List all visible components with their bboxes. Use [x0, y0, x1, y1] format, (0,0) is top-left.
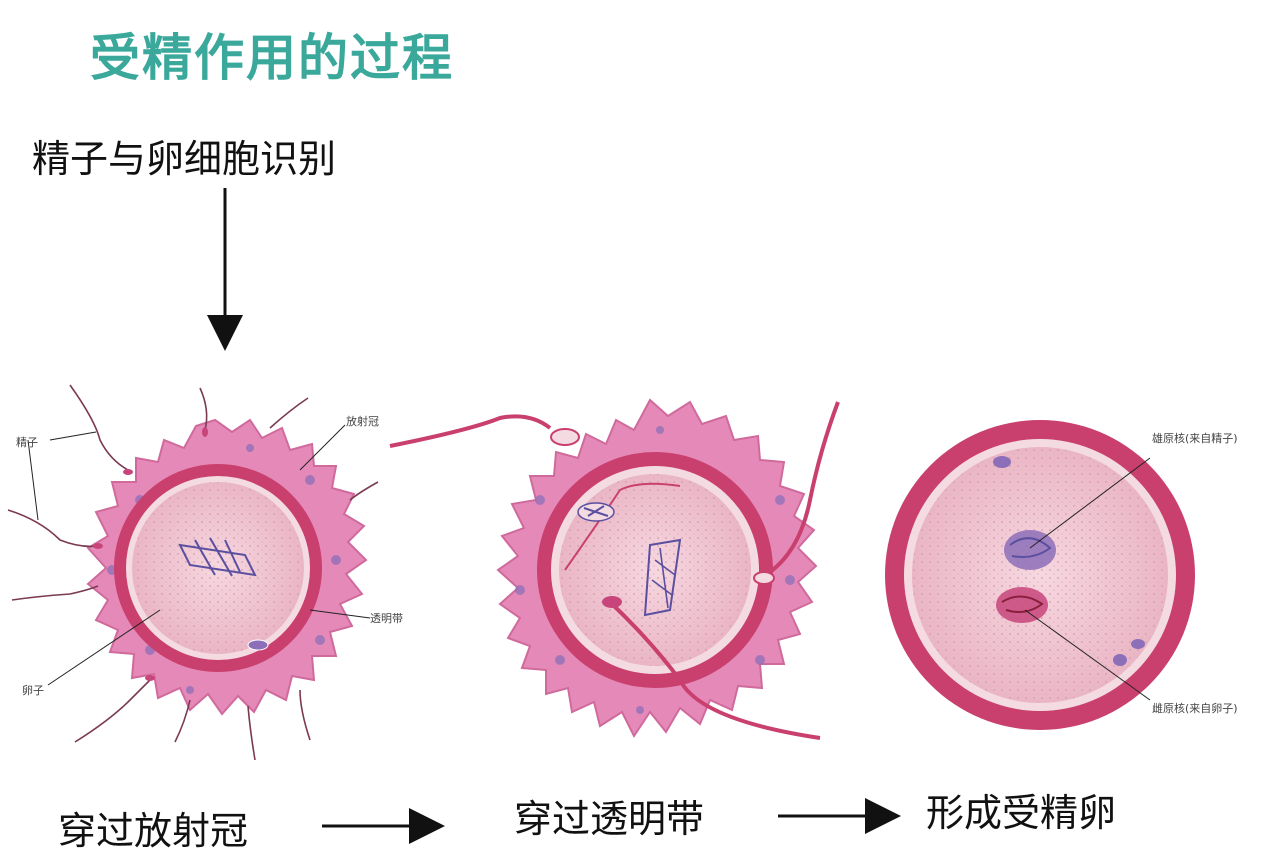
step-recognition-label: 精子与卵细胞识别	[32, 137, 337, 181]
diagram-title: 受精作用的过程	[90, 29, 454, 87]
stage2-egg-illustration	[389, 398, 840, 740]
female-pronucleus-label: 雌原核(来自卵子)	[1152, 701, 1238, 715]
stage1-zona-label: 透明带	[370, 612, 403, 625]
stage1-egg-label: 卵子	[22, 684, 44, 697]
stage3-label: 形成受精卵	[926, 791, 1117, 835]
stage3-zygote-illustration: 雄原核(来自精子) 雌原核(来自卵子)	[885, 420, 1238, 730]
stage2-label: 穿过透明带	[514, 797, 705, 841]
male-pronucleus-label: 雄原核(来自精子)	[1152, 431, 1238, 445]
stage1-cumulus-label: 放射冠	[346, 414, 379, 428]
stage1-sperm-label: 精子	[16, 436, 38, 449]
stage1-label: 穿过放射冠	[58, 809, 249, 853]
stage1-egg-illustration: 精子 放射冠 透明带 卵子	[7, 384, 403, 761]
